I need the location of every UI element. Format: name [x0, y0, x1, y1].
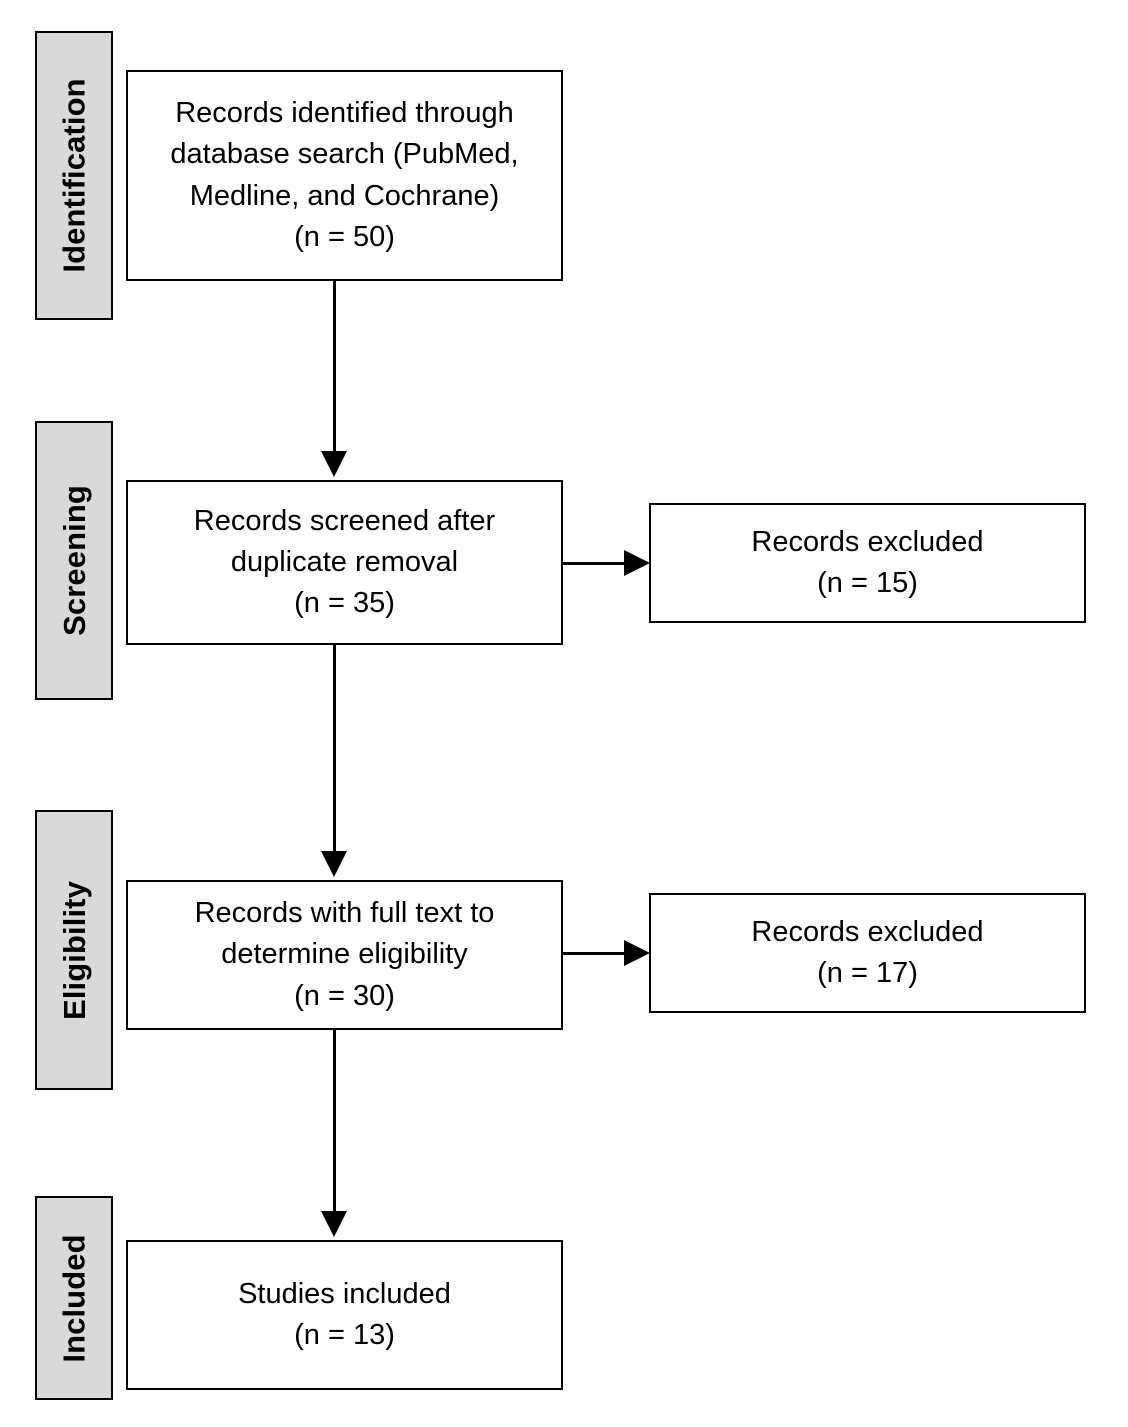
box-records-screened-count: (n = 35)	[294, 587, 395, 620]
box-records-full-text: Records with full text to determine elig…	[126, 880, 563, 1030]
connector-identified-to-screened-arrowhead	[321, 451, 347, 477]
box-records-excluded-eligibility-count: (n = 17)	[817, 957, 918, 989]
stage-bar-included: Included	[35, 1196, 113, 1400]
stage-bar-screening: Screening	[35, 421, 113, 700]
stage-label-screening: Screening	[56, 485, 92, 636]
box-records-screened: Records screened after duplicate removal…	[126, 480, 563, 645]
connector-full-text-to-excluded-line	[563, 952, 625, 955]
box-records-excluded-eligibility-line-1: Records excluded	[751, 915, 984, 948]
stage-label-identification: Identification	[56, 78, 92, 273]
connector-screened-to-excluded-line	[563, 562, 625, 565]
box-records-excluded-screening-line-1: Records excluded	[751, 525, 984, 558]
box-records-full-text-line-1: Records with full text to	[194, 897, 495, 930]
box-studies-included-count: (n = 13)	[294, 1319, 395, 1351]
box-studies-included: Studies included (n = 13)	[126, 1240, 563, 1390]
stage-label-eligibility: Eligibility	[56, 880, 92, 1020]
connector-full-text-to-included-arrowhead	[321, 1211, 347, 1237]
box-records-identified-line-3: Medline, and Cochrane)	[189, 179, 500, 212]
box-records-screened-line-1: Records screened after	[193, 504, 496, 537]
box-records-excluded-eligibility: Records excluded (n = 17)	[649, 893, 1086, 1013]
box-records-screened-line-2: duplicate removal	[230, 545, 459, 578]
box-records-identified: Records identified through database sear…	[126, 70, 563, 281]
box-records-full-text-count: (n = 30)	[294, 979, 395, 1012]
connector-screened-to-full-text-arrowhead	[321, 851, 347, 877]
box-records-identified-line-2: database search (PubMed,	[170, 138, 519, 171]
connector-screened-to-full-text-line	[333, 645, 336, 851]
connector-identified-to-screened-line	[333, 281, 336, 451]
box-records-excluded-screening-count: (n = 15)	[817, 567, 918, 599]
box-records-excluded-screening: Records excluded (n = 15)	[649, 503, 1086, 623]
box-studies-included-line-1: Studies included	[238, 1277, 451, 1310]
box-records-full-text-line-2: determine eligibility	[221, 938, 468, 971]
box-records-identified-count: (n = 50)	[294, 220, 395, 253]
stage-bar-identification: Identification	[35, 31, 113, 320]
stage-bar-eligibility: Eligibility	[35, 810, 113, 1090]
connector-full-text-to-excluded-arrowhead	[624, 940, 650, 966]
stage-label-included: Included	[56, 1233, 92, 1363]
connector-screened-to-excluded-arrowhead	[624, 550, 650, 576]
connector-full-text-to-included-line	[333, 1030, 336, 1211]
box-records-identified-line-1: Records identified through	[175, 97, 514, 130]
